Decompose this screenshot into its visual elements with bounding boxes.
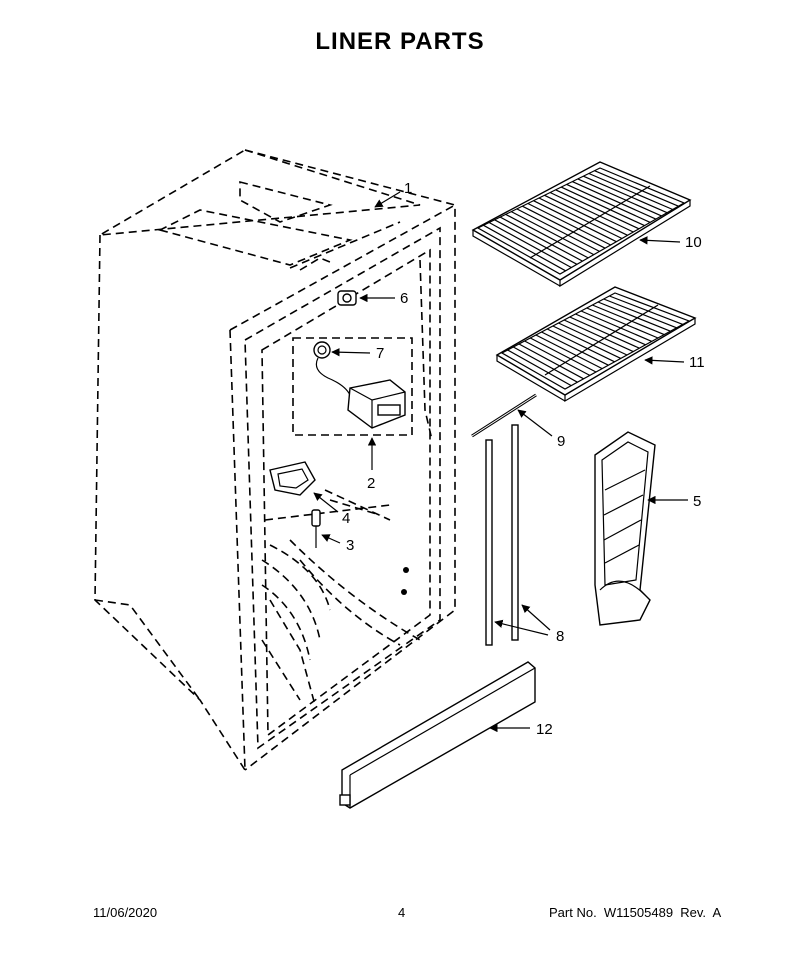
page-title: LINER PARTS: [315, 28, 485, 55]
liner-cabinet: [94, 149, 456, 771]
callout-5: 5: [693, 493, 701, 510]
part-8-trim-strips: [485, 424, 519, 646]
part-11-wire-shelf: [495, 286, 697, 403]
part-7-thermostat: [313, 341, 406, 429]
callout-4: 4: [342, 510, 350, 527]
part-10-wire-shelf: [471, 161, 692, 288]
callout-1: 1: [404, 180, 412, 197]
callout-9: 9: [557, 433, 565, 450]
part-9-trim-bar: [471, 393, 537, 438]
callout-labels: 1 2 3 4 5 6 7 8 9 10 11 12: [342, 180, 705, 738]
leader-lines: [313, 191, 688, 733]
callout-2: 2: [367, 475, 375, 492]
part-5-evaporator-cover: [594, 431, 656, 626]
callout-12: 12: [536, 721, 553, 738]
footer-date: 11/06/2020: [93, 905, 158, 920]
callout-10: 10: [685, 234, 702, 251]
callout-3: 3: [346, 537, 354, 554]
callout-8: 8: [556, 628, 564, 645]
part-6-switch: [337, 290, 357, 306]
footer-page-number: 4: [398, 905, 406, 920]
callout-6: 6: [400, 290, 408, 307]
callout-7: 7: [376, 345, 384, 362]
part-3-sensor: [311, 509, 321, 548]
part-4-light-housing: [269, 461, 316, 496]
part-12-kick-plate: [339, 661, 536, 809]
callout-11: 11: [689, 354, 705, 371]
footer-part-number: Part No. W11505489 Rev. A: [549, 905, 722, 920]
control-assembly-box: [292, 337, 413, 436]
